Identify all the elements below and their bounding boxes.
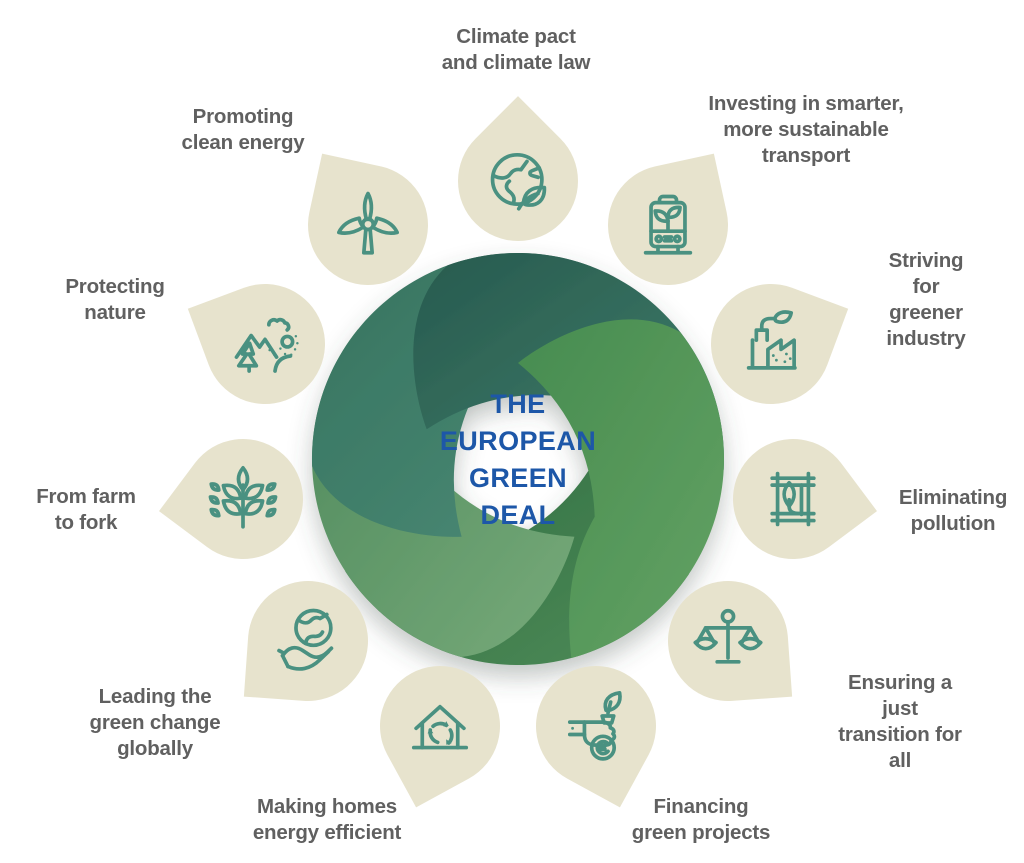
label-protecting-nature: Protecting nature [65,275,165,324]
petal-eliminating-pollution [709,414,878,583]
label-greener-industry: Striving for greener industry [886,249,966,350]
diagram-title: THE EUROPEAN GREEN DEAL [439,389,597,530]
factory-leaf-icon [734,307,808,381]
label-climate-pact: Climate pact and climate law [441,25,591,74]
label-just-transition: Ensuring a just transition for all [838,671,962,772]
wheat-icon [206,462,280,536]
label-sustainable-transport: Investing in smarter, more sustainable t… [708,92,904,167]
petal-energy-efficient-homes [358,644,522,808]
petal-just-transition [663,576,793,706]
hand-globe-icon [271,604,345,678]
petal-farm-to-fork [158,414,327,583]
leaf-scales-icon [691,604,765,678]
petal-climate-pact [433,96,603,266]
label-farm-to-fork: From farm to fork [36,485,136,534]
label-energy-efficient-homes: Making homes energy efficient [252,795,402,844]
hand-sprout-euro-icon [559,689,633,763]
barrel-plant-icon [756,462,830,536]
petal-leading-green-change [243,576,373,706]
petal-sustainable-transport [596,153,740,297]
ring-blades [311,252,724,666]
label-eliminating-pollution: Eliminating pollution [898,486,1008,535]
petal-greener-industry [693,266,849,421]
house-recycle-icon [403,689,477,763]
label-financing-green-projects: Financing green projects [631,795,771,844]
petal-clean-energy [296,153,440,297]
label-clean-energy: Promoting clean energy [181,105,305,154]
petal-protecting-nature [187,266,343,421]
nature-landscape-icon [228,307,302,381]
wind-turbine-icon [331,188,405,262]
globe-leaf-icon [481,144,555,218]
green-tram-icon [631,188,705,262]
petal-financing-green-projects [514,644,678,808]
label-leading-green-change: Leading the green change globally [89,685,221,760]
